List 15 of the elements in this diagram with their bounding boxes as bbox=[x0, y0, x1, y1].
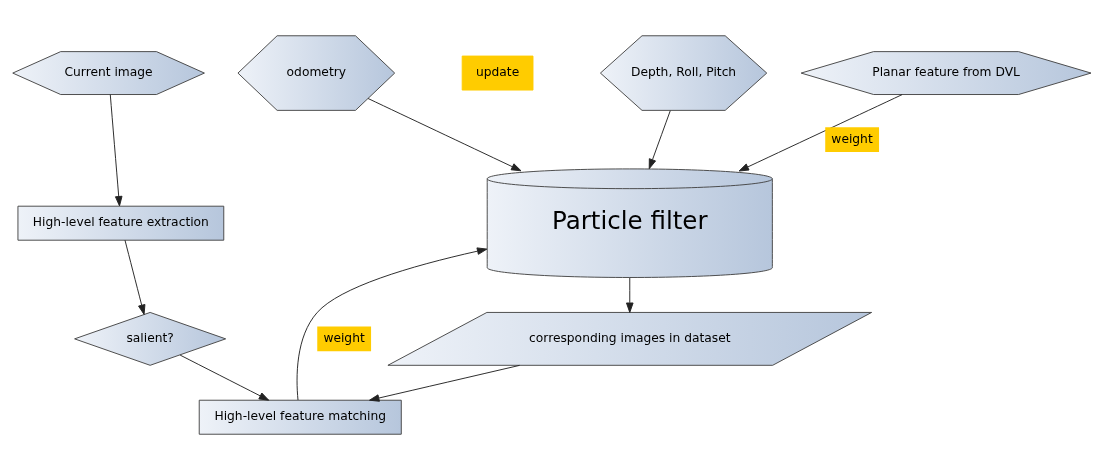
arrow bbox=[296, 246, 488, 400]
arrow bbox=[738, 93, 903, 171]
arrow bbox=[626, 276, 634, 313]
label: update bbox=[475, 64, 520, 79]
edge-label: weight bbox=[831, 131, 873, 146]
edge-label: weight bbox=[323, 330, 365, 345]
arrow bbox=[648, 109, 671, 169]
arrow bbox=[367, 97, 522, 171]
arrow bbox=[124, 239, 146, 315]
node-diamond: salient? bbox=[74, 311, 227, 366]
arrow bbox=[369, 364, 521, 402]
node-box: High-level feature extraction bbox=[17, 205, 225, 241]
arrow bbox=[179, 354, 270, 401]
node-box: High-level feature matching bbox=[198, 399, 402, 435]
arrow bbox=[109, 93, 123, 206]
